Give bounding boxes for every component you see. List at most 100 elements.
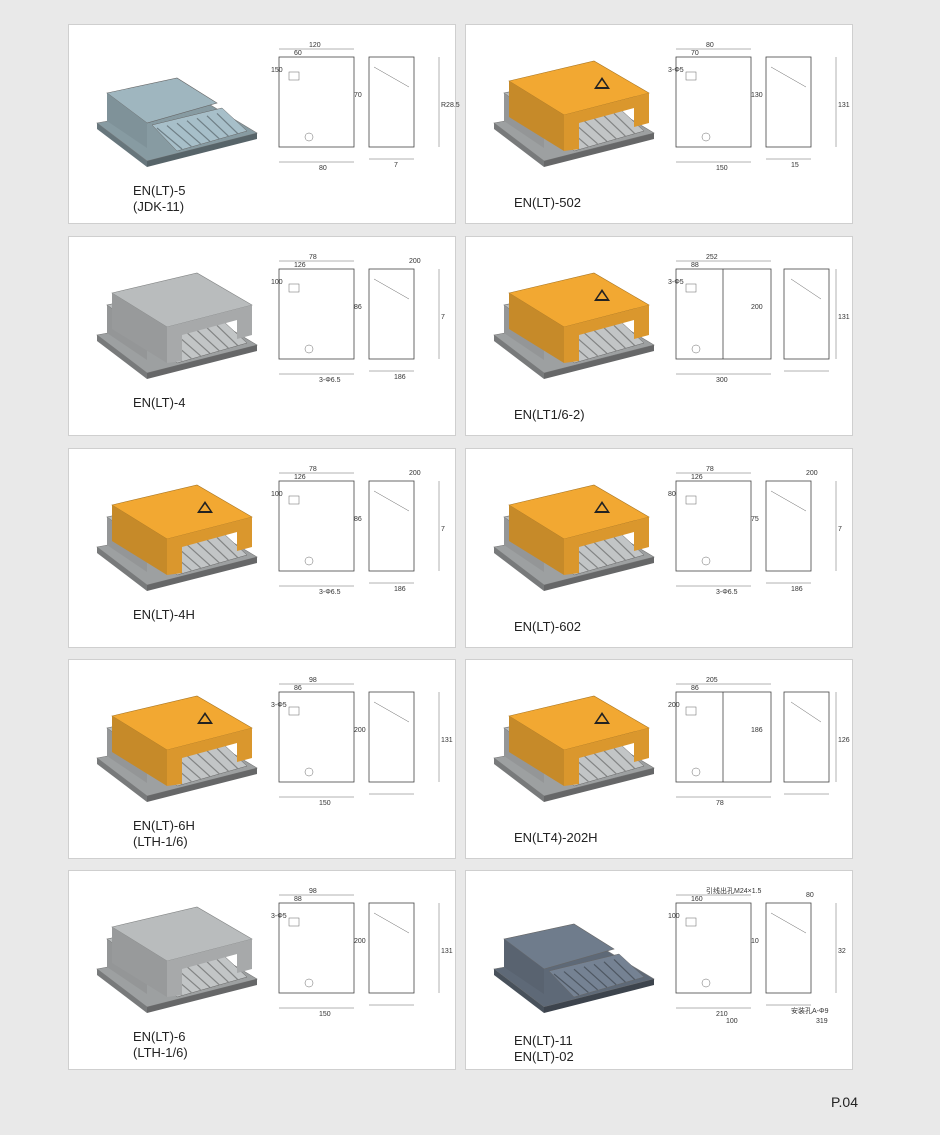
- dimension-label: 15: [791, 162, 799, 169]
- dimension-label: 205: [706, 677, 718, 684]
- dimension-label: 80: [319, 165, 327, 172]
- dimension-label: 126: [838, 737, 850, 744]
- pedal-photo: [493, 695, 655, 802]
- pedal-photo: [96, 906, 258, 1013]
- dimension-label: 130: [751, 92, 763, 99]
- dimension-label: 120: [309, 42, 321, 49]
- dimension-label: 100: [271, 491, 283, 498]
- product-model-label: EN(LT)-6H (LTH-1/6): [133, 818, 195, 849]
- dimension-label: 安装孔A-Φ9: [791, 1006, 829, 1015]
- dimension-label: 78: [309, 254, 317, 261]
- dimension-label: 160: [691, 896, 703, 903]
- pedal-photo: [96, 272, 258, 379]
- dimension-label: 200: [668, 702, 680, 709]
- pedal-photo: [493, 60, 655, 167]
- dimension-label: 32: [838, 948, 846, 955]
- dimension-label: 300: [716, 377, 728, 384]
- dimension-label: 3-Φ5: [271, 913, 287, 920]
- pedal-photo: [96, 484, 258, 591]
- dimension-label: 200: [354, 727, 366, 734]
- dimension-label: 98: [309, 677, 317, 684]
- product-model-label: EN(LT)-5 (JDK-11): [133, 183, 186, 214]
- dimension-drawing: 252 88 3-Φ5 200 300 131: [668, 254, 850, 384]
- dimension-drawing: 120 60 150 70 80 R28.5 7: [271, 42, 460, 172]
- dimension-label: 150: [319, 800, 331, 807]
- dimension-label: 75: [751, 516, 759, 523]
- dimension-label: 86: [354, 516, 362, 523]
- dimension-label: 100: [271, 279, 283, 286]
- dimension-label: 88: [691, 262, 699, 269]
- dimension-label: 86: [691, 685, 699, 692]
- product-model-label: EN(LT)-4H: [133, 607, 195, 622]
- dimension-label: 3-Φ5: [668, 67, 684, 74]
- dimension-label: 80: [706, 42, 714, 49]
- product-model-label: EN(LT1/6-2): [514, 407, 585, 422]
- dimension-label: 7: [394, 162, 398, 169]
- dimension-label: 78: [706, 466, 714, 473]
- dimension-label: 88: [294, 896, 302, 903]
- dimension-label: 210: [716, 1011, 728, 1018]
- dimension-label: 7: [441, 526, 445, 533]
- dimension-label: R28.5: [441, 102, 460, 109]
- dimension-label: 200: [354, 938, 366, 945]
- product-model-label: EN(LT)-6 (LTH-1/6): [133, 1029, 188, 1060]
- product-model-label: EN(LT)-11 EN(LT)-02: [514, 1033, 574, 1064]
- dimension-label: 3-Φ6.5: [319, 589, 341, 596]
- dimension-label: 200: [409, 258, 421, 265]
- dimension-label: 319: [816, 1018, 828, 1025]
- product-model-label: EN(LT)-602: [514, 619, 581, 634]
- dimension-label: 80: [668, 491, 676, 498]
- dimension-label: 252: [706, 254, 718, 261]
- dimension-label: 131: [838, 314, 850, 321]
- dimension-label: 186: [791, 586, 803, 593]
- product-model-label: EN(LT4)-202H: [514, 830, 598, 845]
- dimension-label: 150: [319, 1011, 331, 1018]
- pedal-photo: [493, 923, 655, 1013]
- dimension-label: 3-Φ6.5: [716, 589, 738, 596]
- pedal-photo: [493, 272, 655, 379]
- dimension-label: 131: [441, 737, 453, 744]
- dimension-label: 150: [271, 67, 283, 74]
- dimension-label: 60: [294, 50, 302, 57]
- dimension-label: 7: [838, 526, 842, 533]
- dimension-label: 186: [394, 374, 406, 381]
- dimension-label: 100: [726, 1018, 738, 1025]
- product-model-label: EN(LT)-502: [514, 195, 581, 210]
- dimension-label: 131: [441, 948, 453, 955]
- dimension-label: 3-Φ5: [668, 279, 684, 286]
- dimension-label: 70: [354, 92, 362, 99]
- page-number: P.04: [831, 1094, 858, 1110]
- dimension-label: 10: [751, 938, 759, 945]
- dimension-label: 7: [441, 314, 445, 321]
- pedal-photo: [96, 695, 258, 802]
- dimension-label: 131: [838, 102, 850, 109]
- dimension-label: 186: [394, 586, 406, 593]
- dimension-label: 100: [668, 913, 680, 920]
- dimension-label: 86: [294, 685, 302, 692]
- dimension-label: 186: [751, 727, 763, 734]
- pedal-photo: [493, 484, 655, 591]
- dimension-label: 126: [294, 262, 306, 269]
- product-model-label: EN(LT)-4: [133, 395, 186, 410]
- dimension-label: 126: [294, 474, 306, 481]
- dimension-label: 200: [806, 470, 818, 477]
- dimension-label: 78: [309, 466, 317, 473]
- dimension-label: 150: [716, 165, 728, 172]
- dimension-label: 80: [806, 892, 814, 899]
- dimension-label: 200: [751, 304, 763, 311]
